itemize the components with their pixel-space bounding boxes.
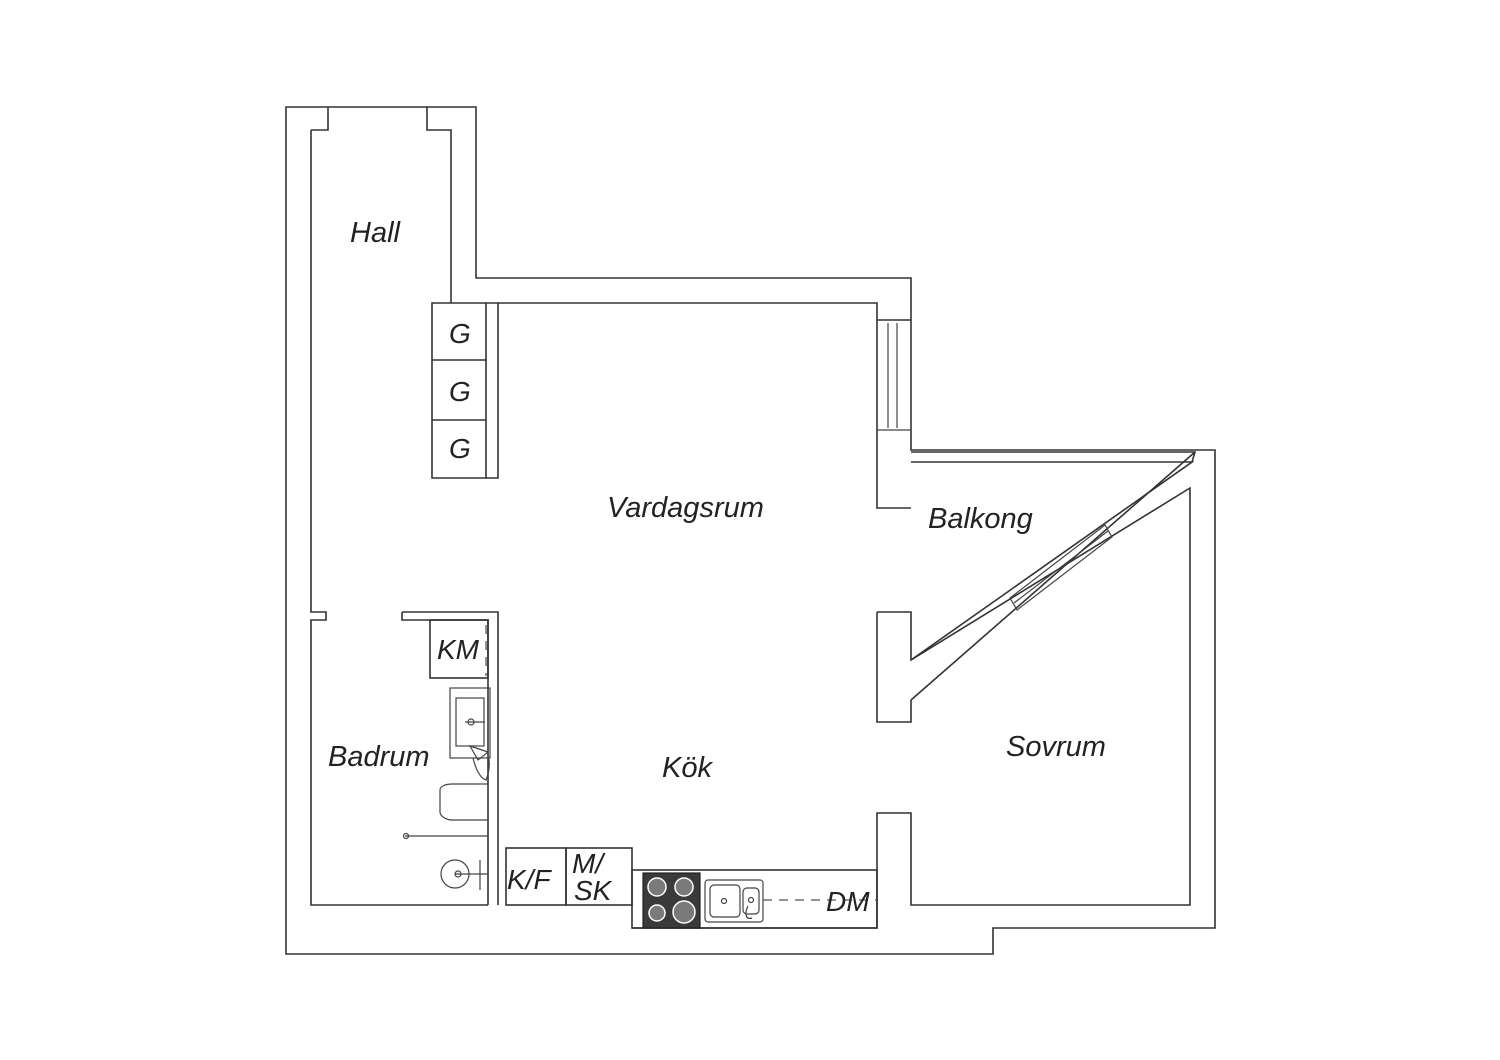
dm-label: DM [826, 886, 870, 917]
outer-wall [285, 106, 1216, 955]
msk-label-line2: SK [574, 875, 613, 906]
garderob-label-3: G [449, 433, 471, 464]
kitchen-sink-icon [704, 879, 764, 923]
sink-icon [449, 687, 491, 759]
room-label-sovrum: Sovrum [1006, 731, 1106, 763]
garderob-label-2: G [449, 376, 471, 407]
toilet-icon [439, 783, 489, 821]
room-label-balkong: Balkong [928, 503, 1033, 535]
room-label-vardagsrum: Vardagsrum [607, 492, 764, 524]
shower-icon [468, 744, 490, 761]
room-label-hall: Hall [350, 217, 402, 249]
bathroom-fixtures [402, 619, 491, 890]
km-label: KM [437, 634, 480, 665]
msk-label-line1: M/ [572, 848, 606, 879]
kitchen-fixtures [505, 847, 878, 929]
kf-label: K/F [507, 864, 552, 895]
room-label-kok: Kök [662, 752, 713, 784]
garderob-label-1: G [449, 318, 471, 349]
km-cabinet [429, 619, 489, 679]
room-label-badrum: Badrum [328, 741, 430, 773]
